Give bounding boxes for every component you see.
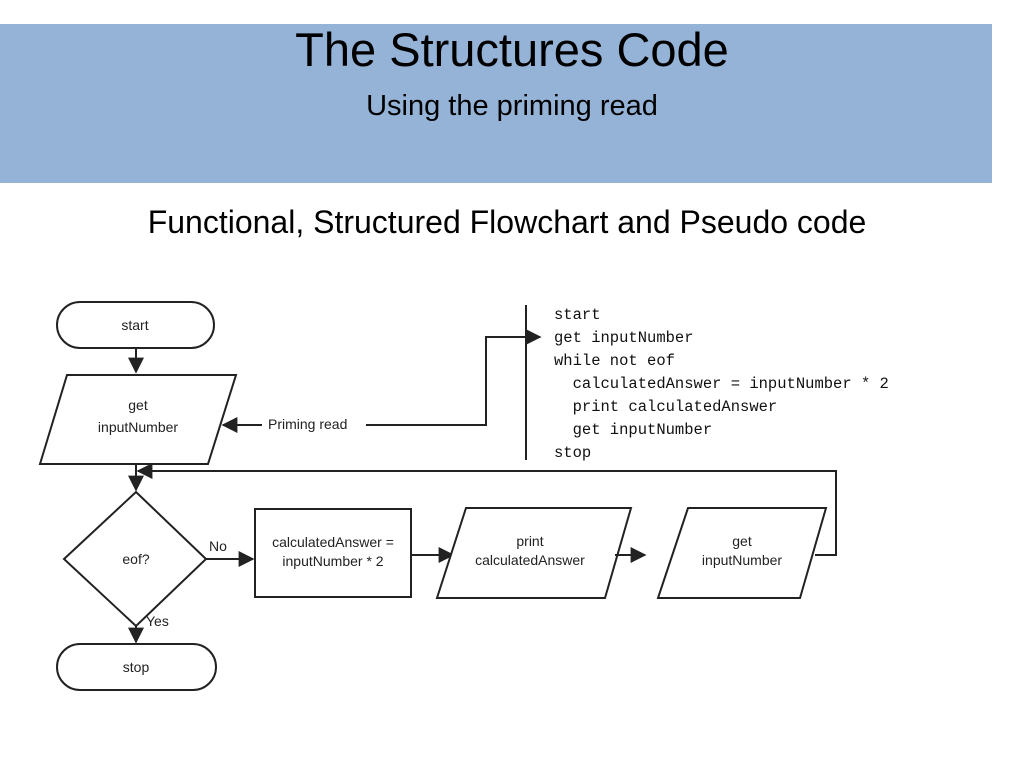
- code-line: get inputNumber: [554, 329, 694, 347]
- calc-label-line2: inputNumber * 2: [282, 553, 383, 569]
- edge-priming-read-to-code: [366, 329, 542, 426]
- priming-read-label: Priming read: [268, 416, 347, 432]
- stop-terminal: [56, 643, 217, 691]
- get-input-2-label-line2: inputNumber: [702, 552, 782, 568]
- no-label: No: [209, 538, 227, 554]
- print-label-line2: calculatedAnswer: [475, 552, 585, 568]
- code-line: start: [554, 306, 601, 324]
- code-line: calculatedAnswer = inputNumber * 2: [554, 375, 889, 393]
- decision-label: eof?: [122, 551, 149, 567]
- slide-title: The Structures Code: [295, 23, 729, 76]
- header-band: [0, 24, 992, 183]
- code-line: stop: [554, 444, 591, 462]
- yes-label: Yes: [146, 613, 169, 629]
- print-label-line1: print: [516, 533, 543, 549]
- get-input-label-line1: get: [128, 397, 148, 413]
- code-line: while not eof: [554, 352, 675, 370]
- edge-loop-back: [136, 463, 837, 556]
- code-line: get inputNumber: [554, 421, 712, 439]
- code-line: print calculatedAnswer: [554, 398, 777, 416]
- start-label: start: [121, 317, 148, 333]
- calc-label-line1: calculatedAnswer =: [272, 534, 394, 550]
- print-node: [435, 507, 633, 599]
- get-input-label-line2: inputNumber: [98, 419, 178, 435]
- get-input-2-label-line1: get: [732, 533, 752, 549]
- calc-process-node: [254, 508, 412, 598]
- get-input-2-node: [656, 507, 828, 599]
- slide-subtitle: Using the priming read: [366, 90, 658, 122]
- stop-label: stop: [123, 659, 150, 675]
- section-heading: Functional, Structured Flowchart and Pse…: [147, 204, 867, 240]
- get-input-node: [38, 374, 238, 465]
